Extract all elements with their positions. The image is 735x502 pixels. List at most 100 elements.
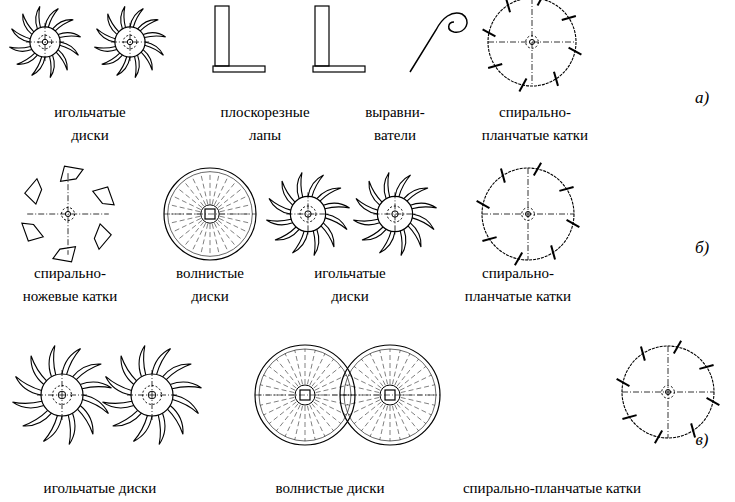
wave-line — [218, 188, 243, 208]
wave-line — [276, 404, 298, 431]
roller-plank — [506, 0, 510, 12]
needle-spike — [103, 401, 134, 408]
wave-line — [260, 397, 294, 405]
needle-spike — [400, 229, 406, 255]
wave-line — [285, 354, 300, 386]
roller-plank — [567, 220, 580, 227]
wave-line — [392, 350, 400, 384]
needle-spike — [43, 415, 62, 441]
roller-plank — [559, 187, 573, 191]
wave-line — [305, 406, 306, 441]
needle-spike — [275, 227, 299, 240]
wave-line — [177, 188, 202, 208]
wavy-disk-rim — [164, 168, 256, 260]
wave-line — [370, 405, 385, 437]
needle-spike — [379, 231, 395, 253]
roller-plank — [515, 253, 522, 266]
needle-spike — [152, 349, 171, 375]
needle-spike — [356, 198, 378, 214]
wave-line — [269, 366, 296, 388]
needle-spike — [158, 413, 165, 444]
roller-plank — [641, 346, 645, 360]
tool-label: игольчатые диски — [305, 262, 395, 308]
needle-spike — [412, 214, 434, 230]
needle-spike — [102, 53, 123, 64]
axis-line — [395, 192, 396, 235]
wave-line — [295, 406, 303, 440]
wave-line — [395, 354, 410, 386]
needle-spike — [167, 406, 183, 435]
wave-line — [380, 350, 388, 384]
needle-spike — [108, 14, 119, 35]
needle-spike — [23, 410, 52, 426]
needle-spike — [362, 227, 386, 240]
axis-line — [130, 23, 131, 61]
wave-line — [285, 405, 300, 437]
needle-spike — [139, 346, 146, 377]
needle-spike — [404, 188, 428, 201]
needle-spike — [133, 415, 152, 441]
needle-spike — [292, 231, 308, 253]
wave-line — [307, 406, 315, 440]
wave-line — [192, 223, 206, 252]
tool-label: игольчатые диски — [45, 101, 135, 147]
wave-line — [214, 176, 228, 205]
roller-knife — [25, 179, 42, 204]
wave-line — [264, 400, 296, 415]
wave-line — [216, 222, 236, 247]
wave-line — [399, 402, 426, 424]
paw-stem — [315, 6, 329, 66]
axis-line — [62, 370, 63, 420]
axis-line — [164, 214, 256, 215]
panel-letter: в) — [682, 428, 722, 451]
needle-spike — [143, 33, 166, 38]
needle-spike — [172, 395, 198, 414]
roller-plank — [617, 379, 630, 386]
roller-rim — [622, 346, 714, 438]
wave-line — [214, 223, 228, 252]
needle-spike — [56, 50, 67, 71]
axis-line — [373, 214, 416, 215]
needle-spike — [384, 172, 390, 198]
axis-line — [286, 214, 329, 215]
needle-spike — [282, 181, 295, 205]
roller-plank — [488, 64, 502, 68]
needle-spike — [297, 172, 303, 198]
wave-line — [220, 216, 251, 223]
needle-spike — [113, 410, 142, 426]
needle-spike — [17, 53, 38, 64]
wave-line — [349, 400, 381, 415]
needle-spike — [410, 203, 436, 209]
needle-spike — [49, 346, 56, 377]
needle-spike — [408, 223, 421, 247]
tool-label: волнистые диски — [240, 477, 420, 500]
wave-line — [216, 181, 236, 206]
roller-rim — [488, 0, 576, 86]
wave-line — [210, 224, 211, 256]
roller-plank — [477, 201, 490, 208]
wave-line — [397, 359, 419, 386]
needle-spike — [62, 349, 81, 375]
axis-line — [68, 173, 69, 255]
wave-line — [220, 205, 251, 212]
wave-line — [184, 181, 204, 206]
needle-spike — [323, 203, 349, 209]
needle-spike — [170, 382, 201, 389]
needle-spike — [325, 214, 347, 230]
needle-spike — [141, 50, 152, 71]
needle-spike — [53, 20, 74, 31]
needle-spike — [121, 356, 137, 385]
wave-line — [172, 196, 201, 210]
roller-plank — [538, 0, 545, 5]
axis-line — [152, 370, 153, 420]
axis-line — [45, 23, 46, 61]
wave-line — [312, 359, 334, 386]
roller-plank — [501, 168, 505, 182]
paw-stem — [215, 6, 229, 66]
wave-line — [392, 406, 400, 440]
needle-spike — [9, 47, 32, 52]
roller-plank — [482, 237, 496, 241]
panel-letter: а) — [682, 86, 722, 109]
tool-label: спирально- планчатые катки — [457, 262, 579, 308]
